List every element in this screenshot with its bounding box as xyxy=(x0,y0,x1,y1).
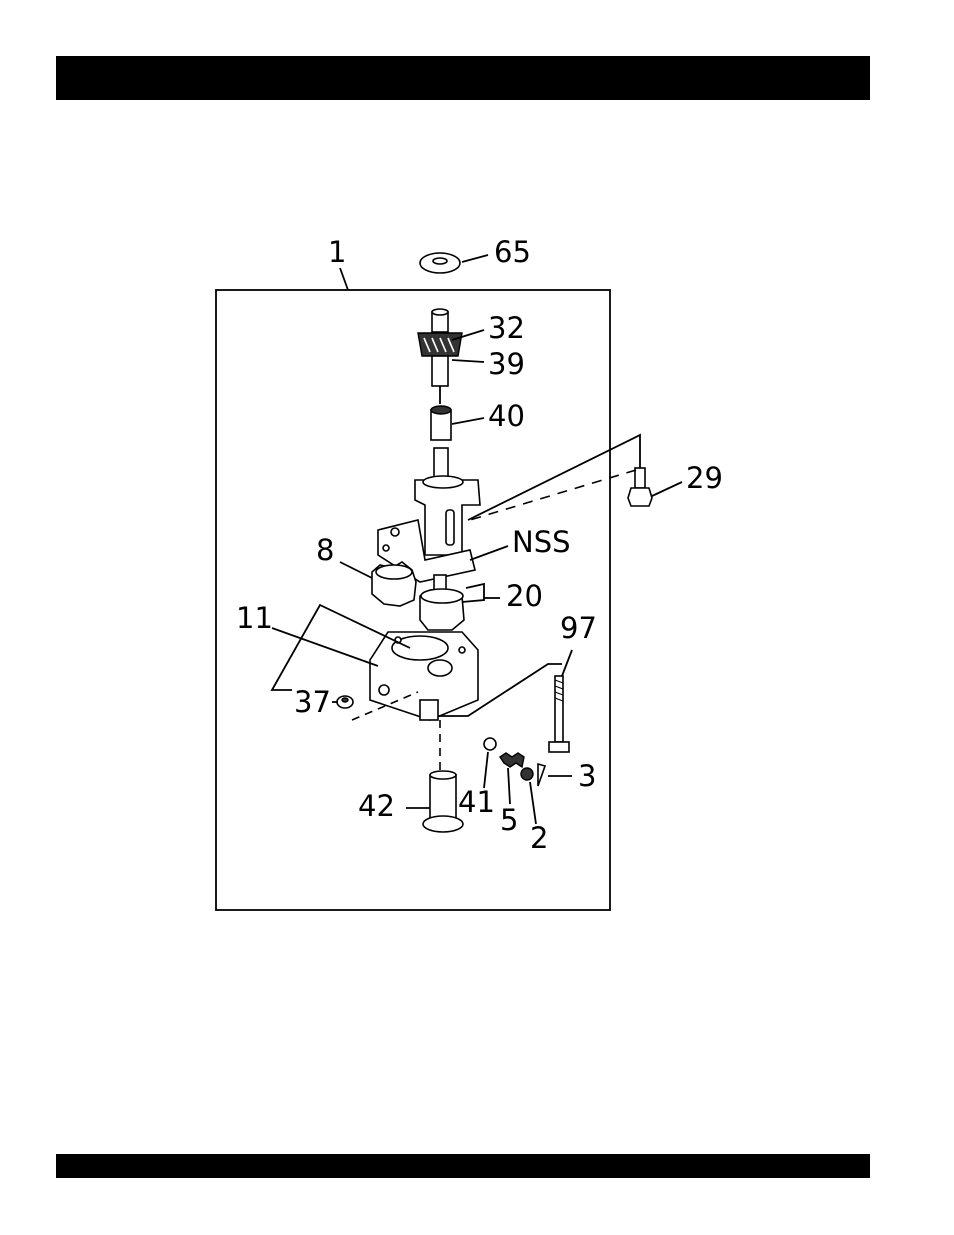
part-65-washer xyxy=(420,253,460,273)
callout-65: 65 xyxy=(494,235,531,269)
callout-8: 8 xyxy=(316,533,334,567)
part-41-ball xyxy=(484,738,496,750)
callout-42: 42 xyxy=(358,789,395,823)
callout-11: 11 xyxy=(236,601,273,635)
callout-40: 40 xyxy=(488,399,525,433)
callout-32: 32 xyxy=(488,311,525,345)
part-2-plug xyxy=(521,768,533,780)
part-29-bolt xyxy=(628,468,652,506)
callout-37: 37 xyxy=(294,685,331,719)
callout-29: 29 xyxy=(686,461,723,495)
part-97-long-bolt xyxy=(549,676,569,752)
part-37-nut xyxy=(337,696,353,708)
part-8-driven-gear xyxy=(372,562,416,606)
part-3-pin xyxy=(538,764,545,786)
callout-3: 3 xyxy=(578,759,596,793)
callout-nss: NSS xyxy=(512,525,571,559)
part-11-pump-cover xyxy=(370,632,478,720)
callout-97: 97 xyxy=(560,611,597,645)
part-20-drive-gear xyxy=(420,575,464,630)
callout-2: 2 xyxy=(530,821,548,855)
callout-5: 5 xyxy=(500,803,518,837)
part-32-drive-gear xyxy=(418,309,462,404)
part-42-strainer xyxy=(423,771,463,832)
callout-1: 1 xyxy=(328,235,346,269)
callout-20: 20 xyxy=(506,579,543,613)
part-5-spring xyxy=(500,753,524,767)
part-40-bushing xyxy=(431,406,451,440)
pump-body-nss xyxy=(378,448,480,582)
callout-41: 41 xyxy=(458,785,495,819)
callout-39: 39 xyxy=(488,347,525,381)
